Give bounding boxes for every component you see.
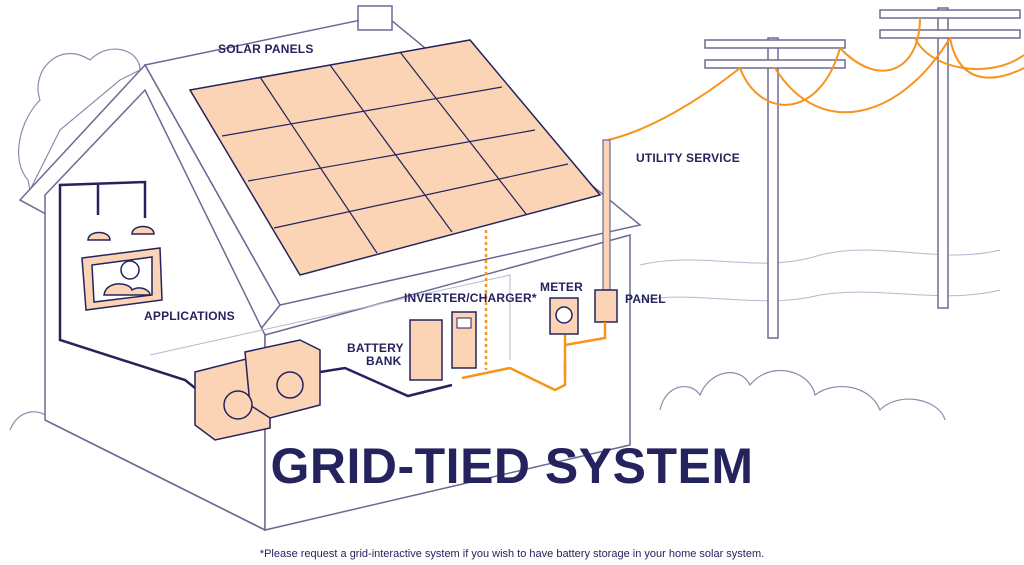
footnote: *Please request a grid-interactive syste… xyxy=(259,548,765,560)
label-inverter-charger: INVERTER/CHARGER* xyxy=(404,291,537,305)
tv xyxy=(81,247,163,311)
label-battery-bank-line2: BANK xyxy=(366,354,402,368)
lamp-right xyxy=(131,225,155,235)
label-panel: PANEL xyxy=(625,292,666,306)
navy-wiring xyxy=(58,180,453,398)
chimney xyxy=(357,5,393,31)
label-meter: METER xyxy=(540,280,583,294)
label-battery-bank-line1: BATTERY xyxy=(347,341,404,355)
meter-dial xyxy=(555,306,573,324)
battery-bank-box xyxy=(409,319,443,381)
shrub-right xyxy=(659,369,946,421)
service-mast xyxy=(602,139,611,291)
page-title: GRID-TIED SYSTEM xyxy=(270,438,754,494)
tree-left xyxy=(18,48,141,192)
washer-dryer xyxy=(194,339,321,441)
label-utility-service: UTILITY SERVICE xyxy=(636,151,740,165)
utility-wires xyxy=(607,17,1024,141)
lamp-left xyxy=(87,231,111,241)
electrical-panel-box xyxy=(594,289,618,323)
solar-panels xyxy=(188,39,602,276)
label-applications: APPLICATIONS xyxy=(144,309,235,323)
orange-wiring xyxy=(461,230,607,392)
house-front-wall xyxy=(264,234,631,531)
label-solar-panels: SOLAR PANELS xyxy=(218,42,314,56)
utility-poles xyxy=(704,7,1021,339)
